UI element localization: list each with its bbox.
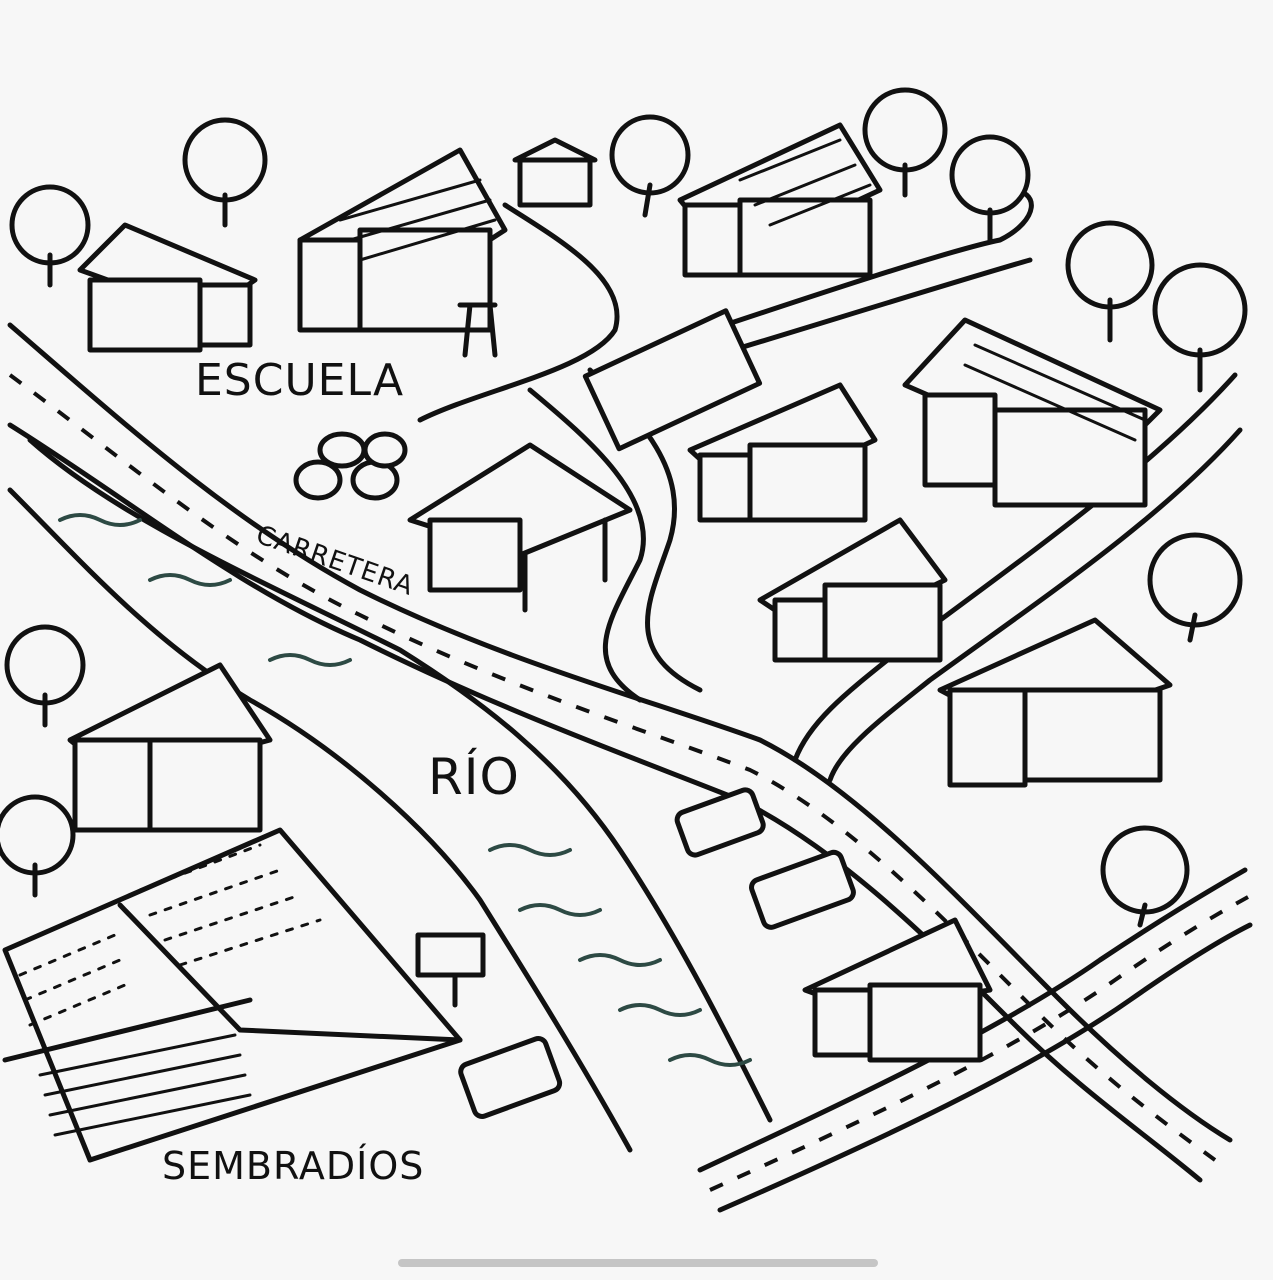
tree: [1147, 532, 1243, 643]
tree: [862, 87, 948, 198]
cart: [415, 932, 486, 1008]
home-indicator[interactable]: [398, 1259, 878, 1267]
tree: [9, 184, 91, 288]
tree: [0, 794, 76, 898]
trees: [0, 87, 1248, 928]
fields: [2, 827, 463, 1163]
house-south: [802, 917, 993, 1063]
tree: [1100, 825, 1190, 928]
house-mid-east: [757, 517, 948, 663]
tree: [4, 624, 86, 728]
house-nw: [77, 222, 258, 353]
house-school: [297, 147, 508, 333]
fields-label: SEMBRADÍOS: [162, 1144, 425, 1188]
house-center: [687, 382, 878, 523]
tree: [609, 114, 691, 218]
house-far-east: [937, 617, 1173, 788]
vehicle: [749, 849, 856, 930]
misc-objects: [293, 302, 763, 501]
right-road: [697, 372, 1253, 1213]
tree: [1152, 262, 1248, 393]
vehicle: [458, 1035, 563, 1119]
small-hut: [512, 137, 598, 208]
house-east: [902, 317, 1163, 508]
house-n: [677, 122, 883, 278]
house-shed: [407, 442, 633, 613]
house-west: [67, 662, 273, 833]
school-label: ESCUELA: [195, 355, 405, 406]
river-label: RÍO: [428, 748, 520, 806]
vehicles: [415, 787, 856, 1119]
tree: [949, 134, 1031, 243]
tree: [182, 117, 268, 228]
vehicle: [674, 787, 766, 858]
river: [7, 437, 773, 1153]
tree: [1065, 220, 1155, 343]
houses: [67, 122, 1173, 1063]
